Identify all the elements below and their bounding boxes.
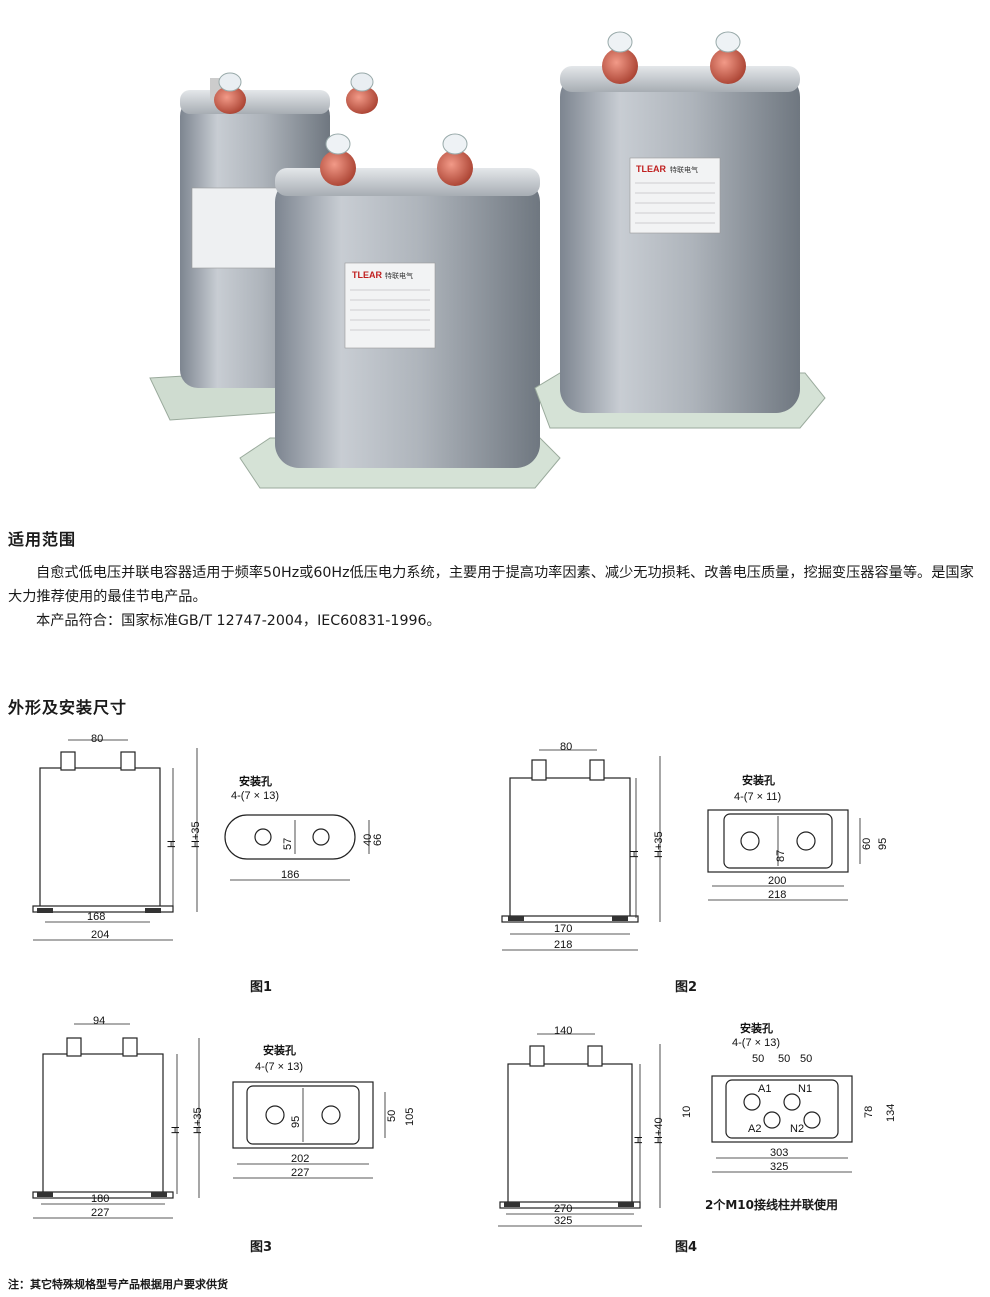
fig4-terminal-n1: N1 — [798, 1083, 812, 1095]
fig4-hole-spec: 4-(7 × 13) — [732, 1037, 780, 1049]
fig4-dim-h40: H+40 — [653, 1117, 665, 1144]
fig1-dim-57: 57 — [282, 838, 294, 850]
fig1-dim-h35: H+35 — [190, 821, 202, 848]
fig3-dim-top: 94 — [93, 1015, 105, 1027]
fig3-dim-base-inner: 180 — [91, 1193, 109, 1205]
figure-4: 140 H H+40 270 325 安装孔 4-(7 × 13) 50 50 … — [490, 1018, 920, 1232]
fig1-dim-66: 66 — [372, 834, 384, 846]
fig1-base-plate — [224, 814, 356, 860]
brand-cn-front: 特联电气 — [385, 271, 413, 280]
fig3-label: 图3 — [250, 1240, 273, 1255]
fig4-label: 图4 — [675, 1240, 698, 1255]
fig1-dim-40: 40 — [362, 834, 374, 846]
fig4-dim-50a: 50 — [752, 1053, 764, 1065]
scope-text: 自愈式低电压并联电容器适用于频率50Hz或60Hz低压电力系统，主要用于提高功率… — [8, 561, 983, 633]
fig4-dim-base-inner: 270 — [554, 1203, 572, 1215]
fig3-dim-h: H — [170, 1126, 182, 1134]
section-title-scope: 适用范围 — [8, 530, 77, 549]
fig2-dim-base-outer: 218 — [554, 939, 572, 951]
standard-paragraph: 本产品符合：国家标准GB/T 12747-2004，IEC60831-1996。 — [36, 613, 441, 629]
fig3-hole-spec: 4-(7 × 13) — [255, 1061, 303, 1073]
fig3-dim-50: 50 — [386, 1110, 398, 1122]
figure-2: 80 H H+35 170 218 安装孔 4-(7 × 11) 87 60 9… — [490, 738, 910, 962]
brand-cn-right: 特联电气 — [670, 165, 698, 174]
fig2-dim-base-inner: 170 — [554, 923, 572, 935]
fig1-dim-top: 80 — [91, 733, 103, 745]
fig4-dim-10: 10 — [681, 1106, 693, 1118]
fig3-dim-227: 227 — [291, 1167, 309, 1179]
fig4-can-body — [507, 1063, 633, 1205]
fig2-dim-200: 200 — [768, 875, 786, 887]
fig1-dim-base-inner: 168 — [87, 911, 105, 923]
fig4-dim-50b: 50 — [778, 1053, 790, 1065]
fig2-dim-h: H — [629, 850, 641, 858]
fig4-dim-base-outer: 325 — [554, 1215, 572, 1227]
fig2-hole-spec: 4-(7 × 11) — [734, 791, 781, 803]
fig1-can-body — [39, 767, 161, 909]
product-photo: TLEAR 特联电气 TLEAR 特联电气 — [140, 28, 840, 498]
fig3-dim-base-outer: 227 — [91, 1207, 109, 1219]
brand-logo-right: TLEAR — [636, 164, 666, 174]
fig2-can-body — [509, 777, 631, 919]
scope-paragraph: 自愈式低电压并联电容器适用于频率50Hz或60Hz低压电力系统，主要用于提高功率… — [8, 565, 974, 605]
fig3-can-body — [42, 1053, 164, 1195]
fig4-dim-303: 303 — [770, 1147, 788, 1159]
fig2-label: 图2 — [675, 980, 698, 995]
fig4-dim-134: 134 — [885, 1104, 897, 1122]
fig3-dim-202: 202 — [291, 1153, 309, 1165]
fig2-hole-label: 安装孔 — [742, 773, 775, 787]
fig4-terminal-a1: A1 — [758, 1083, 771, 1095]
fig1-dim-h: H — [166, 840, 178, 848]
fig3-dim-95: 95 — [290, 1116, 302, 1128]
fig2-dim-87: 87 — [775, 850, 787, 862]
fig1-hole-spec: 4-(7 × 13) — [231, 790, 279, 802]
fig4-dim-top: 140 — [554, 1025, 572, 1037]
fig2-dim-95: 95 — [877, 838, 889, 850]
fig4-dim-h: H — [633, 1136, 645, 1144]
fig3-dim-105: 105 — [404, 1108, 416, 1126]
fig4-terminal-a2: A2 — [748, 1123, 761, 1135]
fig2-dim-top: 80 — [560, 741, 572, 753]
fig4-dim-325: 325 — [770, 1161, 788, 1173]
fig4-note: 2个M10接线柱并联使用 — [705, 1198, 838, 1212]
fig4-dim-78: 78 — [863, 1106, 875, 1118]
fig1-hole-label: 安装孔 — [239, 774, 272, 788]
fig4-dim-50c: 50 — [800, 1053, 812, 1065]
fig2-dim-h35: H+35 — [653, 831, 665, 858]
fig3-hole-label: 安装孔 — [263, 1043, 296, 1057]
fig2-dim-218: 218 — [768, 889, 786, 901]
brand-logo-front: TLEAR — [352, 270, 382, 280]
fig1-dim-186: 186 — [281, 869, 299, 881]
figure-3: 94 H H+35 180 227 安装孔 4-(7 × 13) 95 50 1… — [25, 1010, 425, 1229]
section-title-dimensions: 外形及安装尺寸 — [8, 698, 128, 717]
fig3-dim-h35: H+35 — [192, 1107, 204, 1134]
fig1-label: 图1 — [250, 980, 273, 995]
fig4-terminal-n2: N2 — [790, 1123, 804, 1135]
fig1-dim-base-outer: 204 — [91, 929, 109, 941]
footnote: 注：其它特殊规格型号产品根据用户要求供货 — [8, 1278, 228, 1291]
fig4-hole-label: 安装孔 — [740, 1021, 773, 1035]
fig2-dim-60: 60 — [861, 838, 873, 850]
figure-1: 80 H H+35 168 204 安装孔 4-(7 × 13) 57 40 6… — [25, 730, 384, 954]
